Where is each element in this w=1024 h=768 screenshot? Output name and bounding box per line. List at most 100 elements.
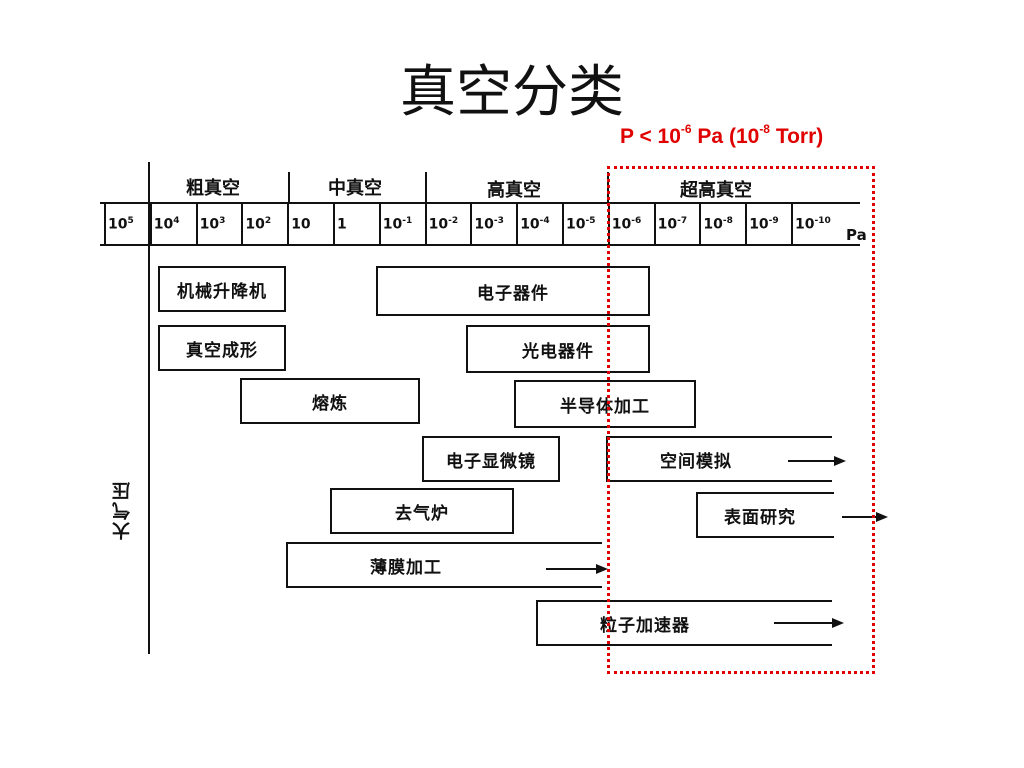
tick-base: 10 — [474, 216, 494, 233]
atmosphere-axis-line — [148, 162, 150, 654]
region-divider — [425, 172, 427, 202]
arrow-particle-accelerator — [774, 618, 844, 628]
pressure-tick-label: 10-4 — [520, 216, 549, 233]
scale-tick-separator — [333, 204, 335, 244]
pressure-tick-label: 10-10 — [795, 216, 831, 233]
tick-base: 10 — [153, 216, 174, 233]
scale-tick-separator — [562, 204, 564, 244]
app-space-simulation: 空间模拟 — [606, 436, 832, 482]
tick-base: 10 — [428, 216, 449, 233]
pressure-tick-label: 104 — [154, 216, 180, 233]
tick-exponent: 5 — [127, 216, 134, 226]
tick-exponent: -7 — [677, 216, 688, 226]
app-particle-accelerator-label: 粒子加速器 — [600, 615, 690, 636]
app-mechanical-lift: 机械升降机 — [158, 266, 286, 312]
tick-base: 10 — [199, 216, 220, 233]
scale-tick-separator — [241, 204, 244, 244]
tick-base: 10 — [291, 216, 311, 233]
pressure-tick-label: 103 — [200, 216, 226, 233]
tick-base: 1 — [337, 216, 347, 233]
arrow-surface-research — [842, 512, 888, 522]
scale-tick-separator — [287, 204, 290, 244]
tick-exponent: -10 — [814, 216, 831, 226]
tick-base: 10 — [382, 216, 403, 233]
pressure-tick-label: 102 — [245, 216, 271, 233]
pressure-tick-label: 10 — [291, 216, 310, 233]
app-space-simulation-label: 空间模拟 — [660, 451, 732, 472]
tick-base: 10 — [749, 216, 769, 233]
pressure-tick-label: 10-6 — [612, 216, 641, 233]
scale-tick-separator — [607, 204, 610, 244]
scale-tick-separator — [699, 204, 702, 244]
pressure-tick-label: 10-1 — [383, 216, 412, 233]
tick-base: 10 — [520, 216, 540, 233]
annotation-mid: Pa (10 — [691, 125, 760, 148]
tick-exponent: 4 — [173, 216, 180, 226]
scale-tick-separator — [195, 204, 198, 244]
page-title: 真空分类 — [400, 60, 624, 125]
tick-exponent: -9 — [768, 216, 779, 226]
app-vacuum-forming: 真空成形 — [158, 325, 286, 371]
tick-base: 10 — [703, 216, 723, 233]
app-electron-microscope: 电子显微镜 — [422, 436, 560, 482]
region-divider — [607, 172, 609, 202]
tick-exponent: -2 — [448, 216, 459, 226]
tick-base: 10 — [795, 216, 815, 233]
scale-tick-separator — [791, 204, 793, 244]
region-ultra-high-vacuum: 超高真空 — [680, 180, 752, 201]
tick-base: 10 — [108, 216, 128, 233]
scale-tick-separator — [470, 204, 473, 244]
region-medium-vacuum: 中真空 — [328, 178, 382, 199]
scale-tick-separator — [424, 204, 427, 244]
uhv-pressure-annotation: P < 10-6 Pa (10-8 Torr) — [620, 122, 824, 149]
app-surface-research: 表面研究 — [696, 492, 834, 538]
region-rough-vacuum: 粗真空 — [186, 178, 240, 199]
tick-base: 10 — [566, 216, 586, 233]
pressure-tick-label: 10-2 — [429, 216, 458, 233]
pressure-unit: Pa — [846, 226, 867, 244]
tick-base: 10 — [611, 216, 632, 233]
tick-exponent: -1 — [402, 216, 413, 226]
arrow-thin-film-processing — [546, 564, 608, 574]
scale-tick-separator — [378, 204, 381, 244]
annotation-exp2: -8 — [759, 122, 770, 136]
app-thin-film-processing: 薄膜加工 — [286, 542, 602, 588]
scale-top-line — [100, 202, 860, 204]
app-surface-research-label: 表面研究 — [724, 507, 796, 528]
atmosphere-label: 大气压 — [112, 480, 133, 540]
app-optoelectronic-devices: 光电器件 — [466, 325, 650, 373]
tick-exponent: 2 — [264, 216, 272, 226]
annotation-exp1: -6 — [680, 122, 692, 136]
scale-tick-separator — [653, 204, 656, 244]
app-particle-accelerator: 粒子加速器 — [536, 600, 832, 646]
region-divider — [288, 172, 290, 202]
annotation-suffix: Torr) — [769, 125, 824, 148]
scale-tick-separator — [149, 204, 152, 244]
tick-exponent: -5 — [585, 216, 596, 226]
arrow-space-simulation — [788, 456, 846, 466]
scale-bottom-line — [100, 244, 860, 246]
app-electronic-devices: 电子器件 — [376, 266, 650, 316]
tick-exponent: -3 — [493, 216, 504, 226]
pressure-tick-label: 10-8 — [703, 216, 732, 233]
pressure-tick-label: 10-5 — [566, 216, 595, 233]
tick-base: 10 — [657, 216, 678, 233]
scale-tick-separator — [516, 204, 519, 244]
pressure-tick-label: 10-3 — [474, 216, 503, 233]
pressure-tick-label: 105 — [108, 216, 134, 233]
pressure-tick-label: 10-7 — [658, 216, 687, 233]
scale-tick-separator — [104, 204, 106, 244]
tick-base: 10 — [245, 216, 265, 233]
app-degassing-furnace: 去气炉 — [330, 488, 514, 534]
tick-exponent: -8 — [722, 216, 733, 226]
app-smelting: 熔炼 — [240, 378, 420, 424]
region-high-vacuum: 高真空 — [487, 180, 541, 201]
app-semiconductor-processing: 半导体加工 — [514, 380, 696, 428]
pressure-tick-label: 1 — [337, 216, 347, 233]
tick-exponent: -4 — [539, 216, 550, 226]
scale-tick-separator — [745, 204, 748, 244]
tick-exponent: -6 — [631, 216, 642, 226]
tick-exponent: 3 — [219, 216, 226, 226]
app-thin-film-processing-label: 薄膜加工 — [370, 557, 442, 578]
annotation-prefix: P < 10 — [620, 125, 681, 148]
